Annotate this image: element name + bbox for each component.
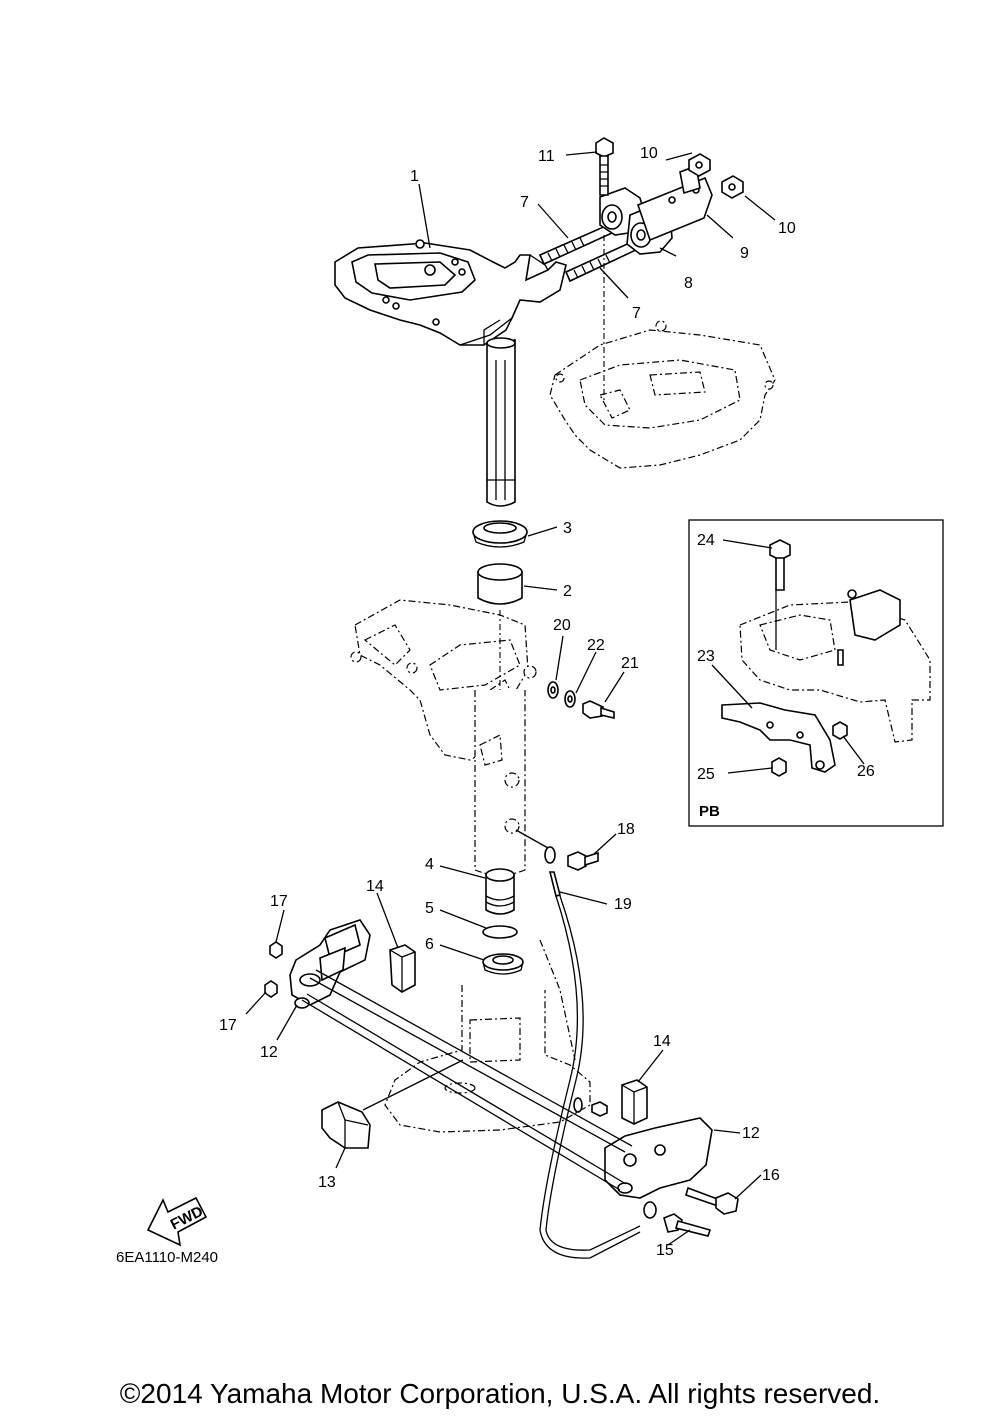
phantom-lower-cowling [549,320,776,469]
fwd-arrow-icon: FWD [146,1196,208,1247]
phantom-swivel-bracket [350,599,537,876]
callout-21: 21 [621,655,639,672]
part-11-bolt [595,137,614,196]
callout-17-lower: 17 [219,1017,237,1034]
part-12-lower-bracket [604,1117,713,1199]
part-25-nut [771,757,787,777]
callout-10-right: 10 [778,220,796,237]
part-20-washer [547,681,559,699]
callout-17-upper: 17 [270,893,288,910]
copyright-notice: ©2014 Yamaha Motor Corporation, U.S.A. A… [119,1378,881,1409]
callout-22: 22 [587,637,605,654]
part-14-upper-damper [389,944,416,993]
inset-pb-box [688,519,944,827]
part-26-nut [832,721,848,740]
callout-24: 24 [697,532,715,549]
part-23-bracket [721,702,836,773]
part-15-bolt [663,1213,712,1237]
callout-12-upper: 12 [260,1044,278,1061]
callout-13: 13 [318,1174,336,1191]
callout-6: 6 [425,936,434,953]
callout-2: 2 [563,583,572,600]
part-12-upper-bracket [289,919,371,1009]
diagram-code: 6EA1110-M240 [116,1249,218,1266]
part-10-nuts [688,153,744,199]
callout-19: 19 [614,896,632,913]
part-6-seal [482,953,524,975]
part-21-bolt [582,700,615,720]
part-13-damper [321,1101,371,1149]
callout-25: 25 [697,766,715,783]
callout-4: 4 [425,856,434,873]
mount-rods [301,969,633,1191]
part-17-nuts [264,941,283,998]
part-5-o-ring [482,925,518,939]
part-19-ground-lead [515,829,657,1259]
callout-8: 8 [684,275,693,292]
callout-16: 16 [762,1167,780,1184]
part-2-bushing [477,563,523,605]
part-22-washer [564,690,576,708]
leader-lines [245,151,865,1246]
callout-12-lower: 12 [742,1125,760,1142]
inset-label: PB [699,803,720,820]
callout-26: 26 [857,763,875,780]
callout-20: 20 [553,617,571,634]
callout-18: 18 [617,821,635,838]
part-3-seal [472,520,528,548]
callout-7-upper: 7 [520,194,529,211]
callout-numbers: 1 2 3 4 5 6 7 7 8 9 10 10 11 12 12 13 14… [219,145,875,1259]
ground-screw-small [573,1097,608,1117]
part-14-lower-damper [621,1079,648,1125]
part-9-plate [636,164,713,242]
part-16-bolt [685,1186,739,1215]
callout-1: 1 [410,168,419,185]
callout-9: 9 [740,245,749,262]
callout-14-lower: 14 [653,1033,671,1050]
part-1-steering-bracket [334,239,567,507]
callout-10-left: 10 [640,145,658,162]
callout-11: 11 [538,148,555,165]
callout-15: 15 [656,1242,674,1259]
callout-5: 5 [425,900,434,917]
part-18-screw [567,851,599,871]
part-4-damper [485,868,515,915]
callout-3: 3 [563,520,572,537]
callout-23: 23 [697,648,715,665]
callout-7-lower: 7 [632,305,641,322]
callout-14-upper: 14 [366,878,384,895]
